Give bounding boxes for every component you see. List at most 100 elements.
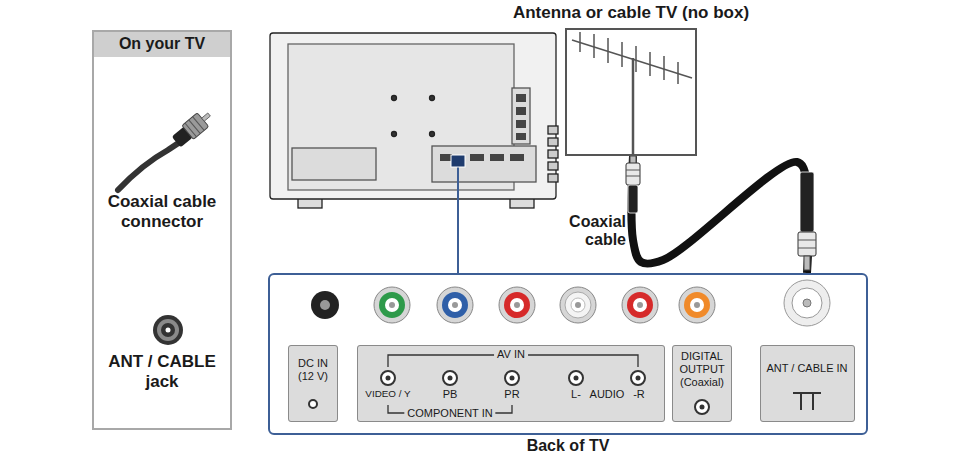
jack-pin <box>166 328 171 333</box>
jack-label: -R <box>628 388 650 401</box>
antenna-element <box>621 42 623 67</box>
jack-box: DIGITAL OUTPUT (Coaxial) <box>672 345 732 422</box>
leader-line <box>457 166 459 273</box>
coaxial-cable <box>632 156 810 273</box>
antenna-symbol <box>793 393 821 410</box>
jack-box: DC IN (12 V) <box>288 345 338 422</box>
jack-label: VIDEO / Y <box>357 388 419 400</box>
jack-label: PR <box>499 388 525 401</box>
coax-jack <box>784 280 830 326</box>
port <box>490 154 504 161</box>
rca-jack <box>560 287 596 323</box>
box-fill <box>672 345 732 422</box>
tv-back <box>270 33 558 208</box>
screw-hole <box>392 132 397 137</box>
plug <box>170 108 215 149</box>
jack-label: DIGITAL OUTPUT (Coaxial) <box>673 350 731 390</box>
coax-connector-picture <box>118 108 215 190</box>
small-jack <box>695 400 709 414</box>
antenna-picture <box>572 32 692 154</box>
jack-ring <box>161 323 175 337</box>
back-panel: Back of TVDC IN (12 V)AV INVIDEO / YPBPR… <box>268 273 868 435</box>
cable-plug-bottom <box>798 172 816 270</box>
screw-hole <box>430 96 435 101</box>
dc-jack-pin <box>320 300 330 310</box>
small-jack-pins <box>386 376 705 410</box>
part-label: Coaxial cable connector <box>94 192 230 233</box>
antenna-mast <box>632 58 635 154</box>
rca-jack <box>679 287 715 323</box>
jack-label: ANT / CABLE IN <box>761 362 853 375</box>
antenna-element <box>607 38 609 63</box>
port <box>440 154 452 161</box>
side-panel: On your TV Coaxial cable connectorANT / C… <box>92 30 232 430</box>
screw-hole <box>392 96 397 101</box>
antenna-element <box>579 32 581 52</box>
connectors <box>632 156 810 273</box>
cable-plug-top <box>626 156 640 213</box>
tv-button <box>548 162 558 170</box>
box-fill <box>288 345 338 422</box>
small-jack <box>381 371 395 385</box>
port <box>516 120 526 128</box>
dc-jack <box>311 291 339 319</box>
box-heading: Antenna or cable TV (no box) <box>466 3 796 23</box>
tv-button <box>548 150 558 158</box>
panel-fill <box>269 274 867 434</box>
tv-port-strip <box>432 146 536 182</box>
antenna-element <box>649 52 651 76</box>
tv-button <box>548 138 558 146</box>
leader-marker <box>451 155 465 167</box>
port <box>516 107 526 115</box>
port <box>516 133 526 140</box>
small-jack <box>569 371 583 385</box>
tv-side-ports <box>512 88 530 144</box>
port <box>516 94 526 102</box>
group-label: COMPONENT IN <box>404 407 495 420</box>
part-label: ANT / CABLE jack <box>94 352 230 393</box>
jack-box: AV IN VIDEO / Y PB PR L-AUDIO-R COMPONENT IN <box>357 345 665 422</box>
tv-button <box>548 174 558 182</box>
tv-button <box>548 126 558 134</box>
jack-box: ANT / CABLE IN <box>760 345 855 422</box>
jack-label: AUDIO <box>588 388 626 401</box>
box-fill <box>357 345 665 422</box>
tv-body <box>270 33 556 199</box>
small-jack <box>505 371 519 385</box>
panel-heading: On your TV <box>95 34 229 53</box>
plug-pin <box>202 113 211 121</box>
small-jack <box>309 400 317 408</box>
rca-jack <box>437 287 473 323</box>
tv-plate <box>292 148 376 180</box>
port <box>470 154 484 161</box>
jack-label: PB <box>437 388 463 401</box>
jack-icon <box>153 315 183 345</box>
header-band <box>93 31 231 57</box>
antenna-element <box>635 46 637 72</box>
group-label: AV IN <box>494 348 528 361</box>
cable <box>118 142 180 190</box>
jack-ring <box>153 315 183 345</box>
small-jack <box>631 371 645 385</box>
small-jack <box>443 371 457 385</box>
rca-jack <box>374 287 410 323</box>
rca-jack <box>499 287 535 323</box>
box-fill <box>760 345 855 422</box>
antenna-element <box>593 34 595 58</box>
screw-hole <box>430 132 435 137</box>
antenna-element <box>677 62 679 84</box>
antenna-element <box>663 56 665 80</box>
small-jacks <box>309 371 709 414</box>
antenna-box: Antenna or cable TV (no box) <box>565 28 697 156</box>
jack-ring <box>157 319 179 341</box>
port <box>510 154 524 161</box>
ridge <box>189 120 201 134</box>
jack-label: L- <box>567 388 585 401</box>
jack-label: DC IN (12 V) <box>289 357 337 383</box>
rca-jack <box>622 287 658 323</box>
panel-title: Back of TV <box>468 436 668 453</box>
ridge <box>185 123 197 137</box>
jack-row <box>311 280 830 326</box>
